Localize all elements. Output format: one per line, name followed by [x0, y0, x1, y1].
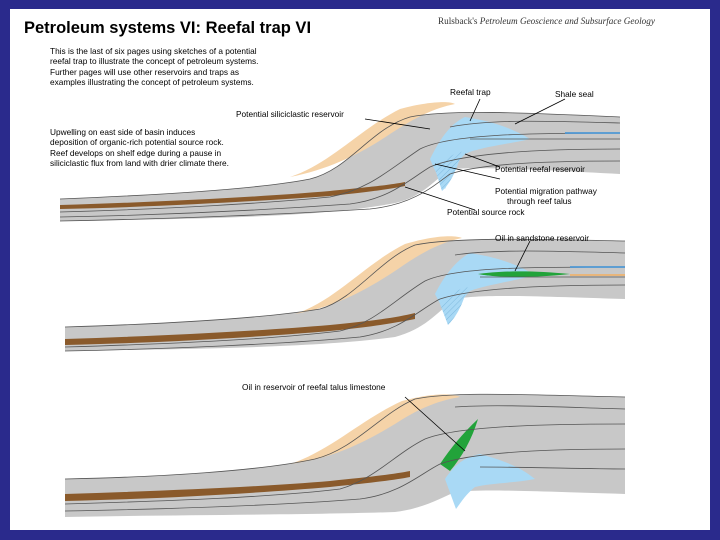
intro-line: reefal trap to illustrate the concept of…: [50, 56, 259, 67]
panel-1-cross-section: [59, 102, 621, 222]
label-siliciclastic-reservoir: Potential siliciclastic reservoir: [236, 109, 344, 119]
panel-2-cross-section: [64, 236, 626, 352]
attribution-book: Petroleum Geoscience and Subsurface Geol…: [479, 16, 655, 26]
oil-talus-3: [440, 419, 478, 471]
label-shale-seal: Shale seal: [555, 89, 594, 99]
bedding-lines-2: [64, 238, 626, 352]
bedding-lines-3: [64, 393, 626, 512]
upwelling-paragraph: Upwelling on east side of basin induces …: [50, 127, 229, 169]
upwelling-line: Upwelling on east side of basin induces: [50, 127, 196, 137]
attribution: Rulsback's Petroleum Geoscience and Subs…: [438, 16, 655, 26]
label-oil-sandstone: Oil in sandstone reservoir: [495, 233, 590, 243]
reef-body-2: [435, 253, 535, 323]
leader-lines-1: [364, 98, 566, 211]
reef-talus-2: [440, 285, 468, 325]
reef-body-3: [445, 454, 535, 509]
leader-line-oil-talus: [404, 396, 466, 452]
label-source-rock: Potential source rock: [447, 207, 525, 217]
attribution-author: Rulsback's: [438, 16, 480, 26]
label-reefal-reservoir: Potential reefal reservoir: [495, 164, 585, 174]
sandstone-wedge-3: [290, 394, 460, 464]
sandstone-wedge-2: [295, 236, 462, 314]
page-title: Petroleum systems VI: Reefal trap VI: [24, 19, 312, 37]
source-rock-1: [60, 182, 405, 209]
leader-line-oil-sandstone: [514, 240, 531, 272]
source-rock-3: [65, 471, 410, 501]
intro-line: This is the last of six pages using sket…: [50, 46, 257, 56]
label-migration-talus: through reef talus: [507, 196, 572, 206]
intro-line: Further pages will use other reservoirs …: [50, 66, 240, 77]
slide-canvas: Petroleum systems VI: Reefal trap VI Rul…: [10, 9, 710, 530]
sandstone-wedge-1: [290, 102, 455, 177]
upwelling-line: Reef develops on shelf edge during a pau…: [50, 147, 222, 158]
label-reefal-trap: Reefal trap: [450, 87, 491, 97]
oil-sandstone-2: [478, 271, 570, 277]
shale-basin-fill-3: [65, 394, 625, 517]
label-oil-talus: Oil in reservoir of reefal talus limesto…: [242, 382, 386, 392]
source-rock-2: [65, 313, 415, 345]
upwelling-line: deposition of organic-rich potential sou…: [50, 137, 224, 148]
cross-section-diagrams: [59, 98, 626, 517]
bedding-lines-1: [59, 111, 621, 222]
upwelling-line: siliciclastic flux from land with drier …: [50, 158, 229, 169]
panel-3-cross-section: [64, 393, 626, 517]
label-migration-pathway: Potential migration pathway: [495, 186, 597, 196]
intro-paragraph: This is the last of six pages using sket…: [50, 46, 258, 88]
intro-line: examples illustrating the concept of pet…: [50, 77, 254, 88]
